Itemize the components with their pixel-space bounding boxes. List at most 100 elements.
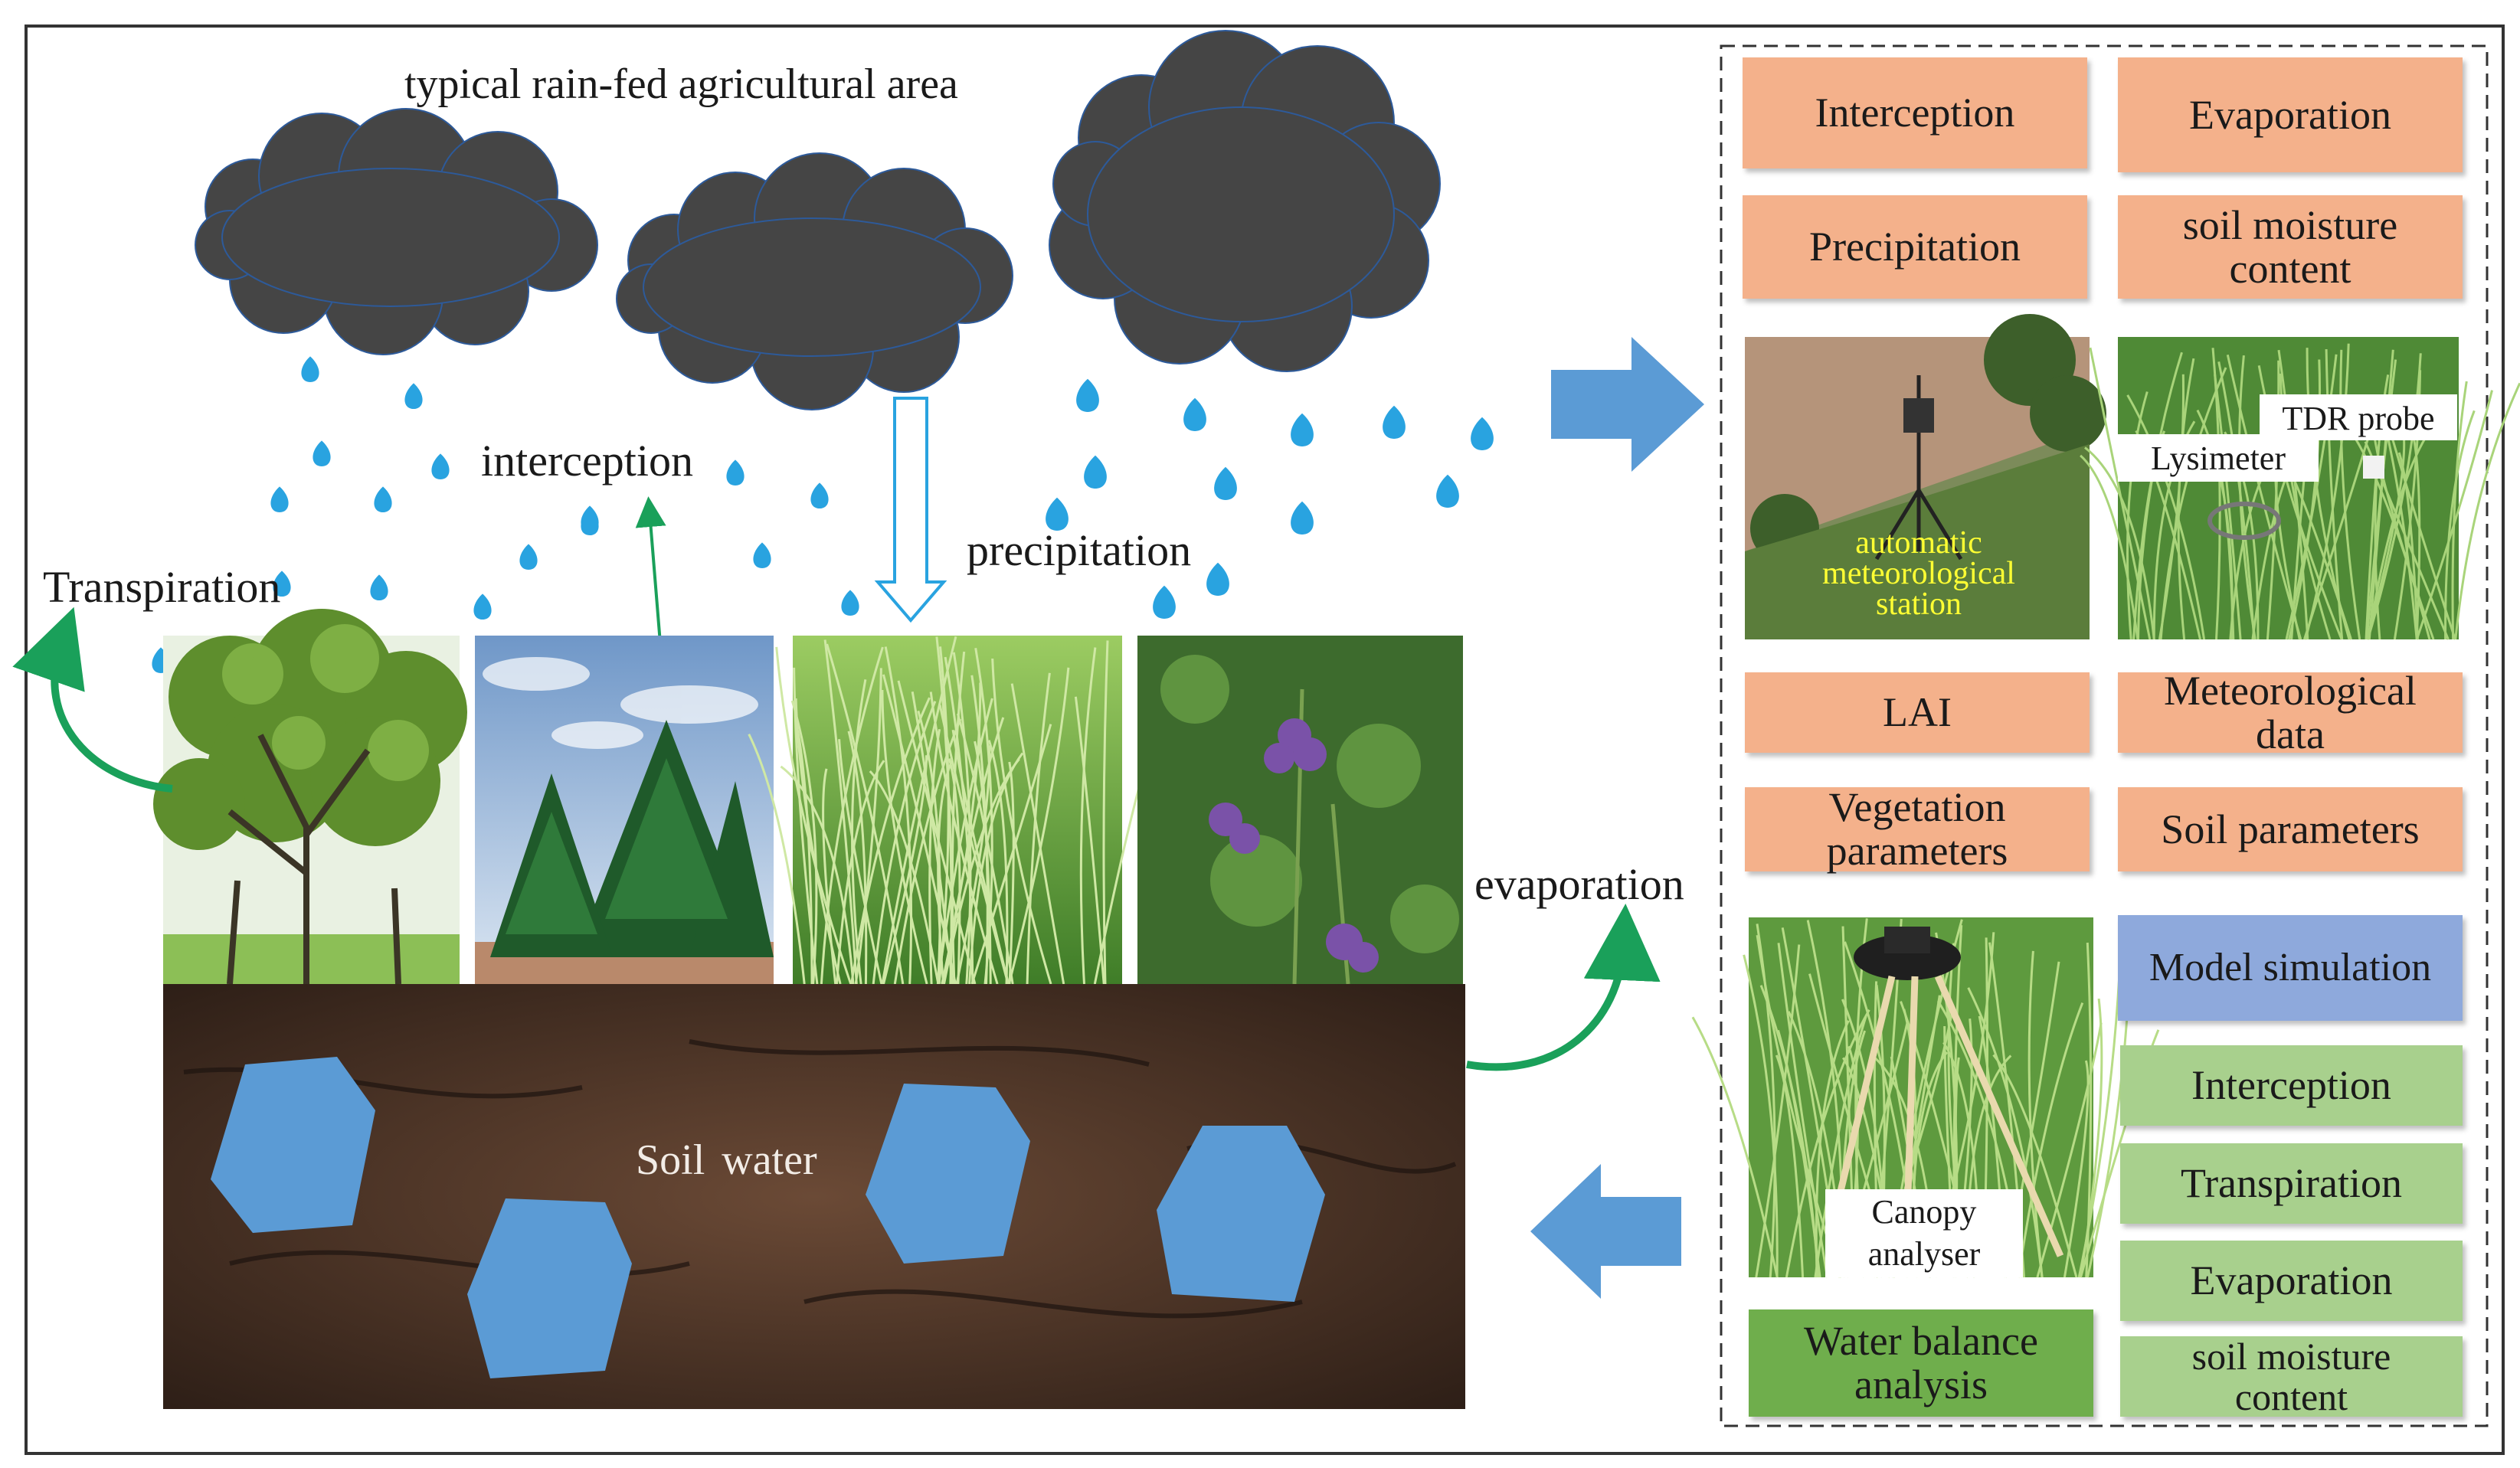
grass-blade — [987, 740, 1009, 985]
arrow-from-panel — [1530, 1164, 1681, 1299]
grass-blade — [1074, 696, 1105, 985]
rain-drop-icon — [1291, 413, 1314, 446]
grass-blade — [1756, 924, 1776, 1278]
grass-blade — [882, 674, 957, 985]
rain-drop-icon — [1153, 585, 1176, 619]
grass-blade — [1691, 1016, 1779, 1278]
soil-water-blob-1 — [211, 1057, 375, 1233]
grass-blade — [2126, 391, 2149, 640]
grass-blade — [1743, 954, 1779, 1278]
grass-blade — [2017, 1002, 2084, 1278]
grass-blade — [936, 698, 993, 985]
grass-blade — [2444, 410, 2476, 640]
tdr-probe-label: TDR probe — [2260, 394, 2457, 440]
rain-drop-icon — [1291, 501, 1314, 535]
box-vegetation: Vegetation parameters — [1745, 786, 2090, 872]
box-sim-soil-moisture: soil moisture content — [2120, 1336, 2463, 1417]
soil-water-blob-2 — [467, 1198, 632, 1378]
diagram-title: typical rain-fed agricultural area — [404, 60, 958, 108]
grass-blade — [1755, 944, 1801, 1278]
grass-blade — [1007, 667, 1070, 985]
rain-drop-icon — [270, 486, 289, 512]
grass-blade — [775, 646, 853, 985]
grass-photo — [748, 636, 1154, 985]
grass-blade — [911, 691, 954, 985]
grass-blade — [1775, 1054, 1805, 1278]
grass-blade — [2288, 359, 2322, 640]
grass-blade — [748, 734, 806, 985]
grass-blade — [826, 643, 905, 985]
grass-blade — [970, 724, 1052, 985]
rain-drop-icon — [473, 593, 492, 620]
precipitation-arrow — [874, 397, 947, 623]
grass-blade — [1815, 1020, 1850, 1278]
rain-drop-icon — [841, 590, 859, 616]
grass-blade — [955, 745, 991, 985]
grass-blade — [854, 668, 882, 985]
grass-blade — [947, 758, 961, 985]
transpiration-arrow — [12, 606, 173, 793]
transpiration-label: Transpiration — [43, 562, 281, 612]
rain-drop-icon — [1214, 466, 1237, 500]
grass-blade — [991, 658, 1052, 985]
grass-blade — [881, 689, 928, 985]
grass-blade — [2367, 431, 2430, 640]
grass-blade — [2238, 355, 2257, 640]
interception-label: interception — [481, 436, 694, 486]
box-soil-parameters: Soil parameters — [2118, 787, 2463, 871]
rain-drop-icon — [1471, 417, 1494, 450]
grass-blade — [884, 646, 913, 985]
grass-blade — [2027, 950, 2044, 1278]
rain-drop-icon — [1436, 474, 1459, 508]
grass-blade — [2158, 374, 2185, 640]
grass-blade — [951, 729, 1010, 985]
box-evaporation: Evaporation — [2118, 57, 2463, 172]
grass-blade — [851, 679, 867, 985]
box-sim-interception: Interception — [2120, 1045, 2463, 1126]
grass-blade — [2365, 359, 2397, 640]
grass-blade — [2080, 454, 2139, 640]
canopy-analyser-label: Canopy analyser — [1825, 1189, 2023, 1277]
box-lai: LAI — [1745, 672, 2090, 753]
box-model-simulation: Model simulation — [2118, 915, 2463, 1021]
box-precipitation: Precipitation — [1743, 195, 2087, 299]
grass-blade — [943, 758, 1020, 985]
lysimeter-label: Lysimeter — [2118, 434, 2319, 482]
grass-blade — [1102, 640, 1109, 985]
grass-blade — [869, 770, 940, 985]
rain-drop-icon — [519, 544, 538, 570]
grass-blade — [790, 700, 818, 985]
rain-drop-icon — [1383, 405, 1406, 439]
soil-photo — [163, 984, 1465, 1409]
evaporation-arrow — [1466, 904, 1661, 1071]
grass-blade — [1776, 1029, 1821, 1278]
soil-water-blob-3 — [866, 1084, 1030, 1264]
box-interception: Interception — [1743, 57, 2087, 168]
grass-blade — [929, 691, 999, 985]
rain-drop-icon — [1046, 497, 1069, 531]
grass-blade — [2397, 452, 2419, 640]
cloud-right-icon — [1049, 30, 1441, 372]
rain-drop-icon — [374, 486, 392, 512]
grass-blade — [2285, 354, 2338, 640]
grass-blade — [893, 718, 962, 985]
grass-blade — [2211, 348, 2221, 640]
arrow-to-panel — [1551, 337, 1704, 472]
grass-blade — [2454, 382, 2520, 640]
grass-blade — [2085, 942, 2093, 1278]
box-meteorological: Meteorological data — [2118, 669, 2463, 756]
grass-blade — [1777, 943, 1829, 1278]
outer-frame — [25, 25, 2505, 1455]
rain-drop-icon — [404, 383, 423, 409]
cloud-middle-icon — [616, 152, 1013, 410]
grass-blade — [2371, 423, 2435, 640]
rain-drop-icon — [810, 482, 829, 508]
rain-drop-icon — [313, 440, 331, 466]
grass-blade — [2345, 424, 2431, 640]
grass-blade — [2339, 349, 2361, 640]
rain-drop-icon — [370, 574, 388, 600]
soil-water-blob-4 — [1157, 1126, 1325, 1302]
box-sim-transpiration: Transpiration — [2120, 1143, 2463, 1224]
